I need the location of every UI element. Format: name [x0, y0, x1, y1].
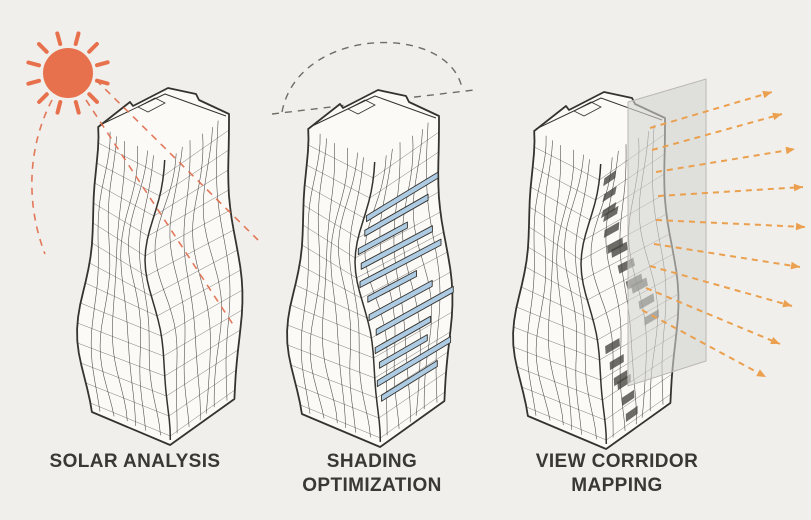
- caption-line: SOLAR ANALYSIS: [49, 451, 221, 472]
- shading-fin: [367, 270, 417, 303]
- caption-line: VIEW CORRIDOR: [535, 451, 699, 472]
- shading-fin: [366, 171, 439, 223]
- shaded-window-band: [617, 373, 631, 391]
- sun-icon: [26, 31, 110, 115]
- shaded-window-band: [607, 237, 623, 254]
- shading-fin: [376, 336, 452, 388]
- tower-shading-optimization: [286, 89, 454, 448]
- tower-solar-analysis: [76, 87, 244, 446]
- caption-line: OPTIMIZATION: [302, 475, 442, 497]
- arrowhead: [790, 261, 800, 270]
- arrowhead: [795, 222, 805, 231]
- shading-fin: [359, 238, 442, 289]
- shaded-window-band: [603, 205, 619, 223]
- shading-fin: [378, 334, 428, 369]
- shading-fin: [364, 193, 429, 237]
- caption-line: MAPPING: [571, 475, 663, 497]
- shaded-window-band: [602, 186, 617, 203]
- view-corridor-arrows: [641, 90, 806, 378]
- shading-fin: [357, 221, 408, 256]
- solar-ray-lines: [31, 79, 259, 327]
- shaded-window-band: [621, 389, 635, 406]
- arrowhead: [756, 369, 766, 377]
- shading-fin: [374, 315, 432, 355]
- shaded-window-band: [611, 241, 628, 258]
- shaded-window-band: [625, 405, 638, 422]
- shading-fin: [360, 225, 433, 270]
- caption-line: SHADING: [326, 451, 418, 472]
- shading-fin: [368, 279, 433, 322]
- arrowhead: [770, 337, 780, 344]
- view-plane: [627, 78, 707, 387]
- shading-fin: [381, 360, 438, 402]
- arrowhead: [782, 299, 792, 308]
- shading-fin: [375, 285, 454, 336]
- shaded-window-band: [603, 170, 617, 187]
- arrowhead: [762, 90, 772, 99]
- arrowhead: [772, 112, 782, 121]
- caption-solar-analysis: SOLAR ANALYSIS: [0, 450, 270, 474]
- caption-view-corridor-mapping: VIEW CORRIDOR MAPPING: [482, 450, 752, 499]
- shaded-window-band: [601, 201, 617, 219]
- caption-shading-optimization: SHADING OPTIMIZATION: [237, 450, 507, 499]
- shaded-window-band: [603, 221, 620, 238]
- shaded-window-band: [605, 338, 620, 355]
- arrowhead: [785, 146, 795, 155]
- sun-path-arc-icon: [271, 41, 475, 115]
- shaded-window-band: [609, 354, 624, 371]
- arrowhead: [793, 183, 803, 192]
- shaded-window-band: [613, 369, 628, 387]
